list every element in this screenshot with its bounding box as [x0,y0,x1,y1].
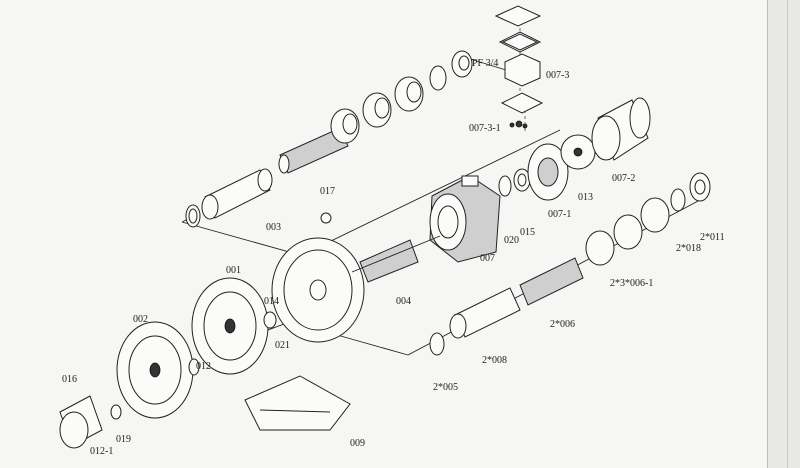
bearing-parts [498,168,531,197]
label-007-2: 007-2 [612,173,635,184]
label-003: 003 [266,222,281,233]
label-006-1: 2*3*006-1 [610,278,653,289]
label-005: 2*005 [433,382,458,393]
label-020: 020 [504,235,519,246]
label-017: 017 [320,186,335,197]
label-021: 021 [275,340,290,351]
label-002: 002 [133,314,148,325]
foam-rings-upper [330,76,424,144]
label-011: 2*011 [700,232,725,243]
label-006: 2*006 [550,319,575,330]
cooling-fan [560,134,596,170]
base-stand [244,375,351,431]
label-pf: PF 3/4 [472,58,498,69]
end-muffler [59,395,103,449]
label-015: 015 [520,227,535,238]
part-labels: 001 002 003 004 2*005 2*006 2*3*006-1 00… [62,58,725,457]
label-018: 2*018 [676,243,701,254]
label-012-1: 012-1 [90,446,113,457]
small-parts [110,212,332,420]
muffler-housing-upper [201,168,273,220]
upper-muffler-set [185,50,473,228]
label-009: 009 [350,438,365,449]
label-016: 016 [62,374,77,385]
label-007-3-1: 007-3-1 [469,123,501,134]
page-edge [767,0,800,468]
blower-housing [271,237,365,343]
label-019: 019 [116,434,131,445]
end-cover [527,143,569,201]
label-007: 007 [480,253,495,264]
page-edge-line [787,0,788,468]
label-004: 004 [396,296,411,307]
perforated-tube-upper [278,127,349,174]
label-012: 012 [196,361,211,372]
outer-cover [116,321,194,419]
label-007-1: 007-1 [548,209,571,220]
fan-cover [591,97,651,161]
label-013: 013 [578,192,593,203]
stator-housing [429,175,501,263]
lower-muffler-set [429,172,711,356]
label-007-3: 007-3 [546,70,569,81]
impeller [191,277,269,375]
label-001: 001 [226,265,241,276]
label-008: 2*008 [482,355,507,366]
label-014: 014 [264,296,279,307]
terminal-box-stack [494,5,544,129]
rotor-shaft [351,235,441,283]
